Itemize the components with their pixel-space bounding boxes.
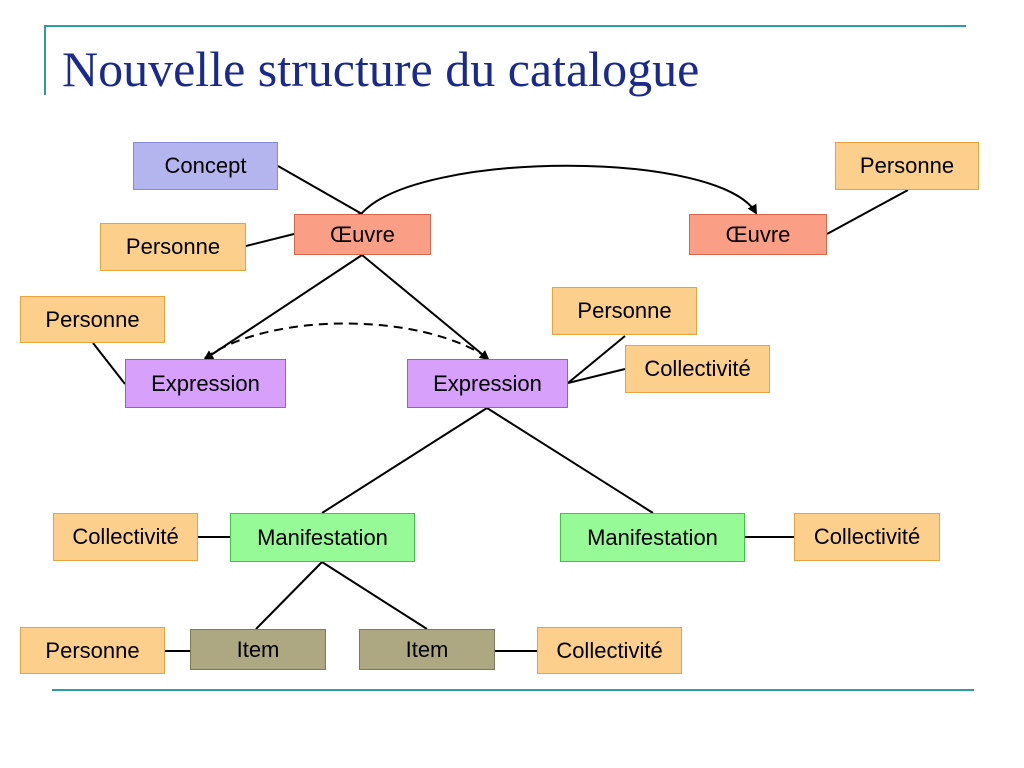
bottom-rule [52, 689, 974, 691]
link-concept-oeuvre [277, 165, 363, 215]
link-expression-right-personne [567, 335, 626, 384]
node-item-right: Item [359, 629, 495, 670]
node-collectivite-manifestation-right: Collectivité [794, 513, 940, 561]
node-oeuvre-right: Œuvre [689, 214, 827, 255]
node-collectivite-manifestation-left: Collectivité [53, 513, 198, 561]
link-expression-manifestation-left [321, 407, 488, 514]
node-expression-left: Expression [125, 359, 286, 408]
node-manifestation-left: Manifestation [230, 513, 415, 562]
node-personne-item-left: Personne [20, 627, 165, 674]
left-accent-rule [44, 25, 46, 95]
node-collectivite-item-right: Collectivité [537, 627, 682, 674]
link-manifestation-item-right [321, 561, 428, 630]
node-item-left: Item [190, 629, 326, 670]
node-personne-expression-right: Personne [552, 287, 697, 335]
link-expression-right-collectivite [567, 368, 626, 384]
link-personne-oeuvre-left [245, 233, 295, 247]
node-expression-right: Expression [407, 359, 568, 408]
node-personne-top-right: Personne [835, 142, 979, 190]
node-oeuvre-left: Œuvre [294, 214, 431, 255]
top-rule [44, 25, 966, 27]
link-oeuvre-right-personne [826, 189, 909, 235]
node-personne-oeuvre-left: Personne [100, 223, 246, 271]
node-manifestation-right: Manifestation [560, 513, 745, 562]
link-expression-manifestation-right [486, 407, 654, 514]
link-oeuvre-expression-left [203, 254, 363, 361]
slide-title: Nouvelle structure du catalogue [62, 41, 700, 97]
link-expression-expression-dashed [204, 322, 489, 359]
link-personne-expression-left [92, 342, 126, 385]
node-concept: Concept [133, 142, 278, 190]
link-oeuvre-oeuvre-curve [352, 164, 757, 223]
node-personne-expression-left: Personne [20, 296, 165, 343]
link-manifestation-item-left [255, 561, 323, 630]
link-oeuvre-expression-right [361, 254, 490, 361]
node-collectivite-expression-right: Collectivité [625, 345, 770, 393]
